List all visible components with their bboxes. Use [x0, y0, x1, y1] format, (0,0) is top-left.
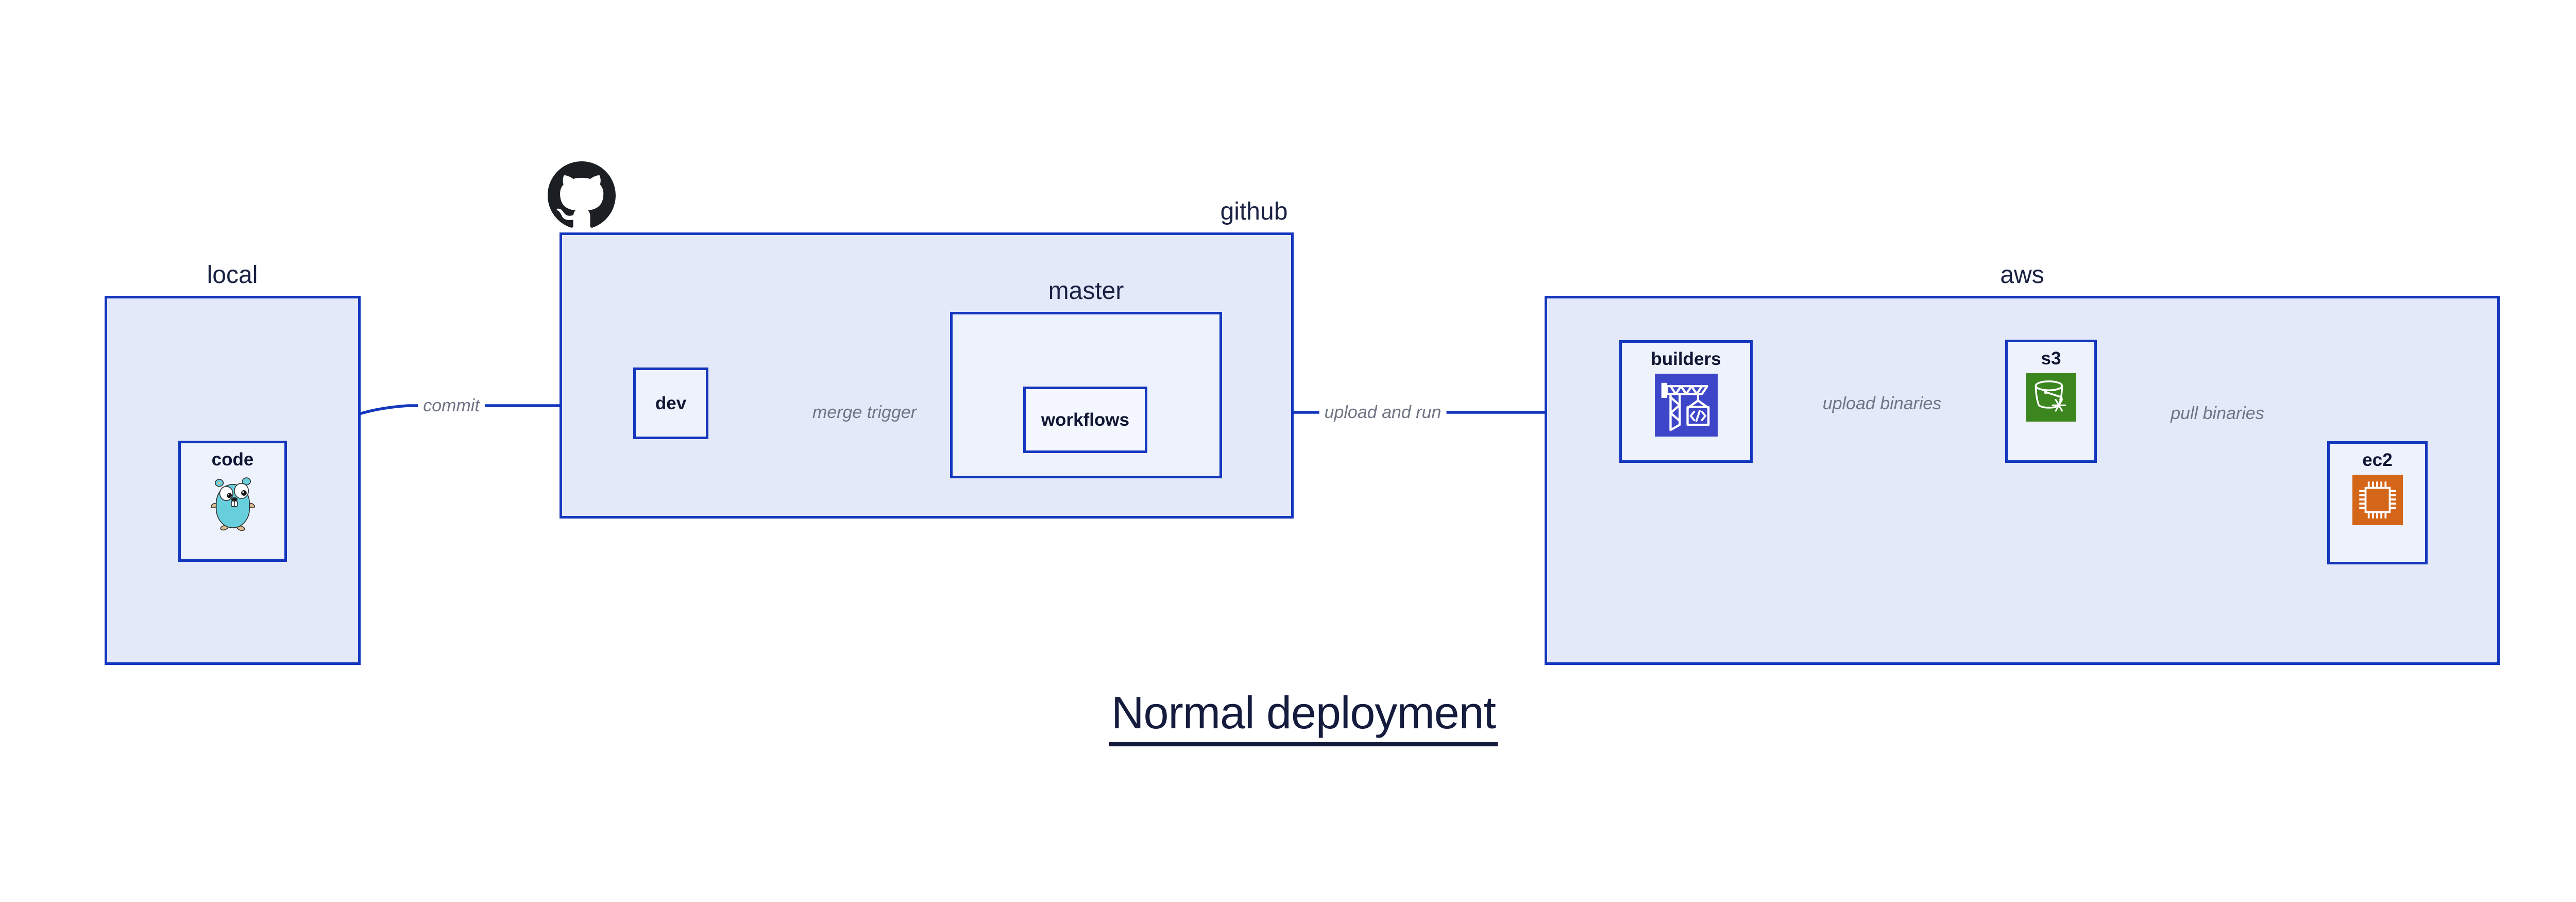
node-s3: s3	[2005, 340, 2097, 463]
container-label-github: github	[1220, 198, 1288, 225]
container-label-local: local	[207, 261, 258, 289]
diagram-title: Normal deployment	[1109, 687, 1498, 746]
node-label-workflows: workflows	[1041, 409, 1130, 430]
go-gopher-icon	[210, 474, 256, 531]
edge-label-upload-binaries: upload binaries	[1817, 393, 1947, 414]
node-code: code	[178, 441, 287, 562]
node-label-code: code	[211, 449, 254, 470]
node-label-ec2: ec2	[2362, 450, 2393, 470]
node-dev: dev	[633, 368, 708, 439]
node-label-builders: builders	[1651, 349, 1721, 369]
edge-label-upload-and-run: upload and run	[1319, 402, 1447, 423]
s3-bucket-snowflake-icon	[2026, 373, 2076, 422]
node-label-s3: s3	[2041, 348, 2061, 369]
edge-label-merge-trigger: merge trigger	[807, 402, 922, 423]
node-builders: builders	[1619, 340, 1753, 463]
codebuild-crane-icon	[1654, 374, 1718, 437]
node-ec2: ec2	[2327, 441, 2428, 564]
edge-label-commit: commit	[418, 395, 485, 416]
container-local	[105, 296, 361, 665]
node-workflows: workflows	[1023, 387, 1147, 453]
container-label-aws: aws	[2000, 261, 2044, 289]
container-label-master: master	[1048, 277, 1124, 305]
ec2-chip-icon	[2352, 475, 2403, 525]
octocat-icon	[547, 161, 616, 229]
edge-label-pull-binaries: pull binaries	[2165, 403, 2269, 424]
node-label-dev: dev	[655, 393, 687, 413]
